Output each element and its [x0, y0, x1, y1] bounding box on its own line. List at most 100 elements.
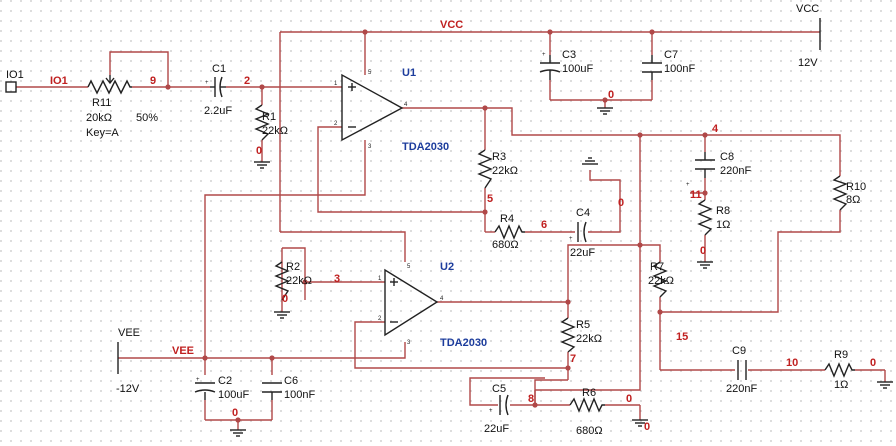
r4-ref-label: R4: [500, 213, 514, 225]
input-port-symbol[interactable]: [5, 81, 17, 93]
r10-resistor-symbol[interactable]: [832, 175, 848, 211]
svg-text:5: 5: [368, 70, 372, 76]
r10-ref-label: R10: [846, 181, 866, 193]
r7-ref-label: R7: [650, 261, 664, 273]
r8-value-label: 1Ω: [716, 219, 730, 231]
net-node-label: 0: [256, 145, 262, 157]
net-node-label: 0: [608, 89, 614, 101]
u1-part-label: TDA2030: [402, 141, 449, 153]
svg-text:+: +: [542, 52, 546, 58]
svg-text:1: 1: [334, 81, 338, 87]
svg-text:2: 2: [334, 121, 338, 127]
r6-resistor-symbol[interactable]: [569, 397, 605, 413]
u2-opamp-symbol[interactable]: [384, 268, 439, 337]
vee-net-label: VEE: [172, 345, 194, 357]
net-node-label: 0: [644, 421, 650, 433]
svg-text:3: 3: [368, 144, 372, 150]
r7-value-label: 22kΩ: [648, 275, 674, 287]
r1-resistor-symbol[interactable]: [254, 104, 270, 141]
c7-value-label: 100nF: [664, 63, 695, 75]
c1-value-label: 2.2uF: [204, 105, 232, 117]
u2-ref-label: U2: [440, 261, 454, 273]
svg-text:+: +: [489, 408, 493, 414]
svg-text:3: 3: [407, 340, 411, 346]
r2-resistor-symbol[interactable]: [274, 261, 290, 301]
c7-capacitor-symbol[interactable]: [642, 55, 662, 80]
c7-ref-label: C7: [664, 49, 678, 61]
u1-ref-label: U1: [402, 67, 416, 79]
c1-ref-label: C1: [212, 63, 226, 75]
r4-resistor-symbol[interactable]: [494, 224, 525, 240]
net-node-label: 9: [150, 75, 156, 87]
svg-text:1: 1: [378, 276, 382, 282]
c6-value-label: 100nF: [284, 389, 315, 401]
r5-value-label: 22kΩ: [576, 333, 602, 345]
c1-capacitor-symbol[interactable]: [210, 76, 226, 98]
vee-value-label: -12V: [116, 383, 140, 395]
c5-value-label: 22uF: [484, 423, 509, 435]
polarity-marks: + + + + + +: [196, 52, 690, 414]
c6-capacitor-symbol[interactable]: [262, 382, 282, 400]
ground-symbols: [230, 107, 893, 437]
r10-value-label: 8Ω: [846, 194, 860, 206]
r5-ref-label: R5: [576, 319, 590, 331]
net-node-label: 11: [690, 189, 702, 201]
r11-key-label: Key=A: [86, 127, 119, 139]
r6-value-label: 680Ω: [576, 425, 603, 437]
net-node-label: 0: [282, 293, 288, 305]
c9-ref-label: C9: [732, 345, 746, 357]
r11-potentiometer-symbol[interactable]: [87, 75, 132, 95]
net-node-label: 0: [232, 407, 238, 419]
r9-value-label: 1Ω: [834, 379, 848, 391]
c9-capacitor-symbol[interactable]: [737, 360, 747, 380]
input-net-label: IO1: [50, 75, 68, 87]
r8-resistor-symbol[interactable]: [697, 199, 713, 236]
opamp-pin-numbers: 1 2 5 3 4 1 2 5 3 4: [334, 70, 444, 346]
net-node-label: 6: [541, 219, 547, 231]
c3-ref-label: C3: [562, 49, 576, 61]
u2-part-label: TDA2030: [440, 337, 487, 349]
r3-ref-label: R3: [492, 151, 506, 163]
input-port-label: IO1: [6, 69, 24, 81]
r8-ref-label: R8: [716, 205, 730, 217]
c4-capacitor-symbol[interactable]: [577, 221, 587, 243]
r5-resistor-symbol[interactable]: [560, 317, 576, 353]
r11-percent-label: 50%: [136, 112, 158, 124]
net-node-label: 8: [528, 393, 534, 405]
net-node-label: 0: [700, 245, 706, 257]
r4-value-label: 680Ω: [492, 239, 519, 251]
net-node-label: 0: [870, 357, 876, 369]
r11-value-label: 20kΩ: [86, 112, 112, 124]
r2-value-label: 22kΩ: [286, 275, 312, 287]
c8-value-label: 220nF: [720, 165, 751, 177]
c8-capacitor-symbol[interactable]: [695, 152, 715, 178]
c2-capacitor-symbol[interactable]: [194, 382, 216, 400]
c2-value-label: 100uF: [218, 389, 249, 401]
net-node-label: 3: [334, 273, 340, 285]
svg-text:5: 5: [407, 264, 411, 270]
c4-value-label: 22uF: [570, 247, 595, 259]
r6-ref-label: R6: [582, 387, 596, 399]
net-node-label: 2: [244, 75, 250, 87]
vcc-net-label: VCC: [440, 19, 463, 31]
r2-ref-label: R2: [286, 261, 300, 273]
net-node-label: 4: [712, 123, 719, 135]
c6-ref-label: C6: [284, 375, 298, 387]
net-node-label: 15: [676, 331, 688, 343]
svg-text:4: 4: [440, 296, 444, 302]
u1-opamp-symbol[interactable]: [341, 73, 404, 142]
c8-ref-label: C8: [720, 151, 734, 163]
r3-resistor-symbol[interactable]: [477, 149, 493, 189]
c3-capacitor-symbol[interactable]: [539, 55, 561, 80]
r3-value-label: 22kΩ: [492, 165, 518, 177]
r9-resistor-symbol[interactable]: [824, 362, 855, 378]
c5-capacitor-symbol[interactable]: [499, 394, 509, 416]
net-node-label: 0: [626, 393, 632, 405]
svg-text:+: +: [569, 236, 573, 242]
svg-text:2: 2: [378, 316, 382, 322]
svg-text:+: +: [686, 182, 690, 188]
svg-text:+: +: [196, 377, 200, 383]
r7-resistor-symbol[interactable]: [652, 261, 668, 298]
vcc-value-label: 12V: [798, 57, 818, 69]
